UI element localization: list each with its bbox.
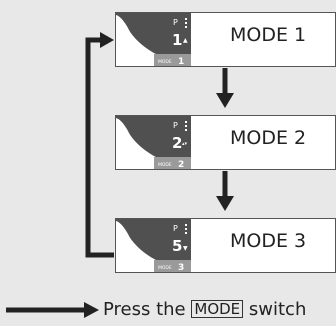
indicator-dots-icon — [185, 18, 187, 28]
mode-1-display-icon: P 1 ▲ MODE 1 — [116, 13, 191, 66]
badge-number: 3 — [178, 263, 184, 272]
legend-text: Press the MODE switch — [103, 300, 306, 319]
gear-number: 2 — [172, 134, 182, 152]
mode-2-label: MODE 2 — [230, 127, 307, 149]
return-arrow-mode3-to-mode1 — [85, 32, 114, 258]
range-arrow: ▼ — [183, 245, 188, 252]
gear-number: 5 — [172, 237, 182, 255]
legend-prefix: Press the — [103, 299, 186, 320]
range-arrow: ▴▾ — [182, 141, 188, 147]
indicator-dots-icon — [185, 224, 187, 234]
badge-number: 2 — [178, 160, 184, 169]
mode-2-display-icon: P 2 ▴▾ MODE 2 — [116, 116, 191, 169]
range-arrow: ▲ — [183, 37, 188, 44]
arrow-mode1-to-mode2 — [216, 68, 234, 108]
mode-3-display-icon: P 5 ▼ MODE 3 — [116, 219, 191, 272]
mode-switch-label: MODE — [191, 300, 244, 318]
gear-number: 1 — [172, 31, 182, 49]
mode-1-panel: P 1 ▲ MODE 1 MODE 1 — [115, 12, 336, 67]
badge-number: 1 — [178, 57, 184, 66]
badge-text: MODE — [158, 162, 172, 168]
gear-letter: P — [173, 224, 178, 233]
badge-text: MODE — [158, 265, 172, 271]
indicator-dots-icon — [185, 121, 187, 131]
legend-suffix: switch — [248, 299, 307, 320]
arrow-mode2-to-mode3 — [216, 171, 234, 211]
mode-1-label: MODE 1 — [230, 24, 307, 46]
gear-letter: P — [173, 121, 178, 130]
mode-3-label: MODE 3 — [230, 230, 307, 252]
mode-3-panel: P 5 ▼ MODE 3 MODE 3 — [115, 218, 336, 273]
mode-2-panel: P 2 ▴▾ MODE 2 MODE 2 — [115, 115, 336, 170]
badge-text: MODE — [158, 59, 172, 65]
gear-letter: P — [173, 18, 178, 27]
